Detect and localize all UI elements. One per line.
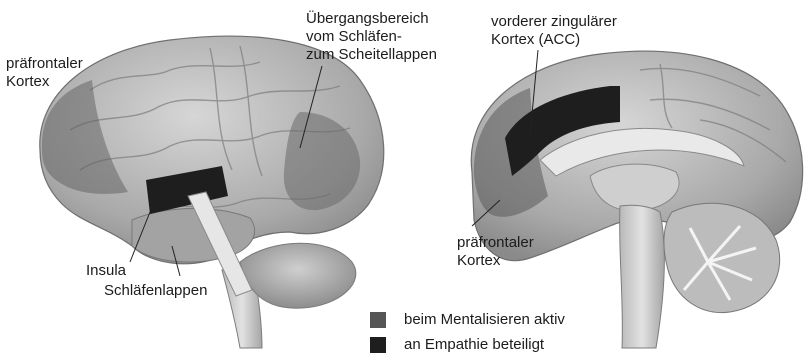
legend-label-mentalizing: beim Mentalisieren aktiv [404, 311, 565, 328]
medial-brainstem [620, 205, 665, 348]
label-prefrontal-cortex-right: präfrontaler Kortex [457, 234, 534, 270]
legend-item-mentalizing: beim Mentalisieren aktiv [370, 311, 565, 328]
temporal-lobe-shape [132, 209, 255, 263]
label-acc: vorderer zingulärer Kortex (ACC) [491, 13, 617, 49]
legend-item-empathy: an Empathie beteiligt [370, 336, 544, 353]
label-insula: Insula [86, 262, 126, 280]
label-temporal-lobe: Schläfenlappen [104, 282, 207, 300]
lateral-brain [40, 36, 384, 348]
legend-label-empathy: an Empathie beteiligt [404, 336, 544, 353]
label-temporo-parietal-junction: Übergangsbereich vom Schläfen- zum Schei… [306, 10, 437, 64]
legend-swatch-mentalizing [370, 312, 386, 328]
label-prefrontal-cortex-left: präfrontaler Kortex [6, 55, 83, 91]
legend-swatch-empathy [370, 337, 386, 353]
medial-brain [471, 50, 802, 348]
